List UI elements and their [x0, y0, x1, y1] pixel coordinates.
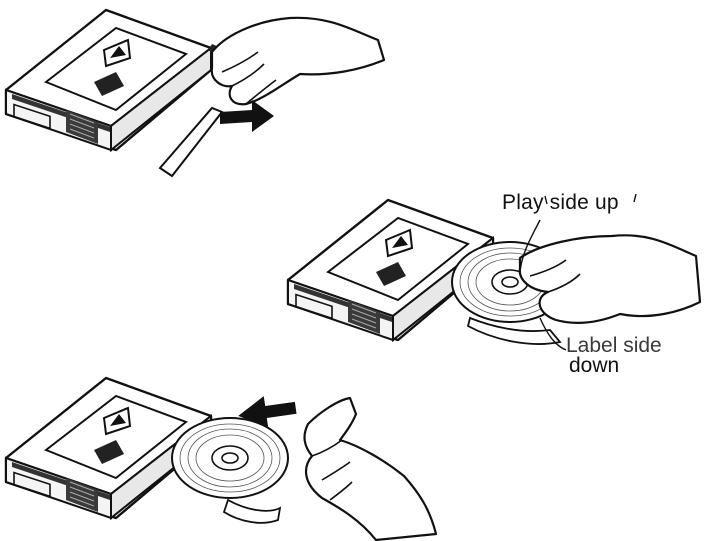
- tray-pulled-out-1: [160, 108, 222, 176]
- play-side-up-label: Play side up: [502, 191, 619, 215]
- hand-2: [520, 235, 700, 323]
- step-2-group: [288, 194, 700, 350]
- magazine-1: [6, 10, 211, 150]
- hand-1: [212, 18, 384, 104]
- hand-3: [305, 398, 436, 540]
- disc-3: [172, 418, 288, 498]
- step-3-group: [6, 378, 436, 540]
- tray-3: [224, 500, 280, 523]
- step-1-group: [6, 10, 384, 176]
- label-side-down-label: down: [569, 354, 619, 378]
